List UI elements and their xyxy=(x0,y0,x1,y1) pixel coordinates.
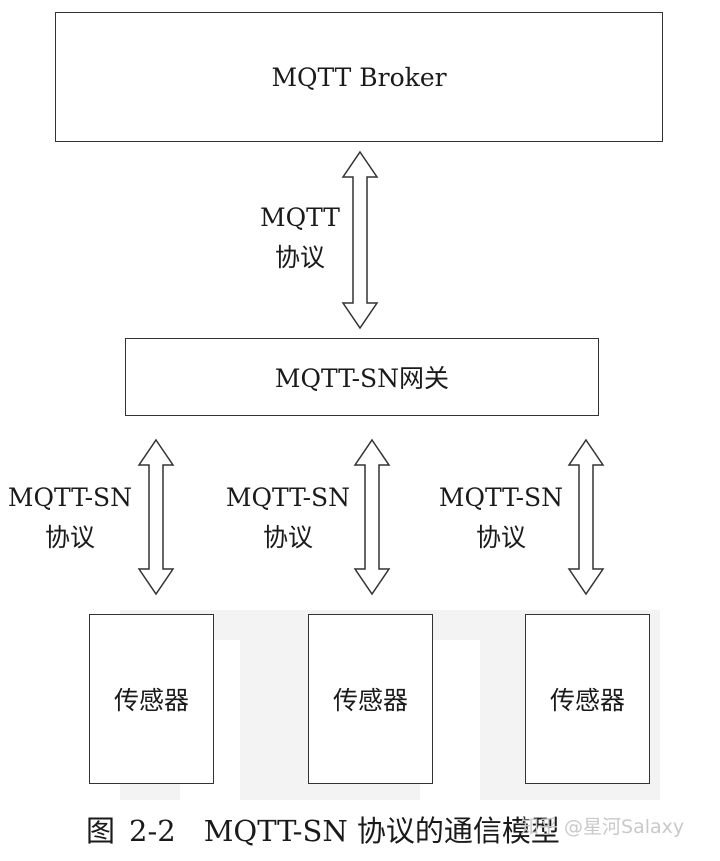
broker-box: MQTT Broker xyxy=(55,12,663,142)
protocol-name: MQTT-SN xyxy=(438,483,564,512)
sn-protocol-label-2: MQTT-SN 协议 xyxy=(223,478,353,558)
figure-caption: 图 2-2 MQTT-SN 协议的通信模型 xyxy=(86,808,560,850)
watermark: 知乎 @星河Salaxy xyxy=(520,816,685,838)
sensor-label: 传感器 xyxy=(332,686,408,715)
caption-figure: 图 xyxy=(86,814,116,848)
broker-label: MQTT Broker xyxy=(271,62,447,92)
gateway-box: MQTT-SN网关 xyxy=(125,338,599,416)
double-arrow-icon xyxy=(353,438,391,596)
sensor-box-3: 传感器 xyxy=(525,614,650,784)
sensor-label: 传感器 xyxy=(113,686,189,715)
protocol-name: MQTT-SN xyxy=(7,483,133,512)
sensor-label: 传感器 xyxy=(549,686,625,715)
sn-protocol-label-1: MQTT-SN 协议 xyxy=(5,478,135,558)
protocol-name: MQTT xyxy=(260,203,340,232)
sensor-box-1: 传感器 xyxy=(89,614,214,784)
sensor-box-2: 传感器 xyxy=(308,614,433,784)
protocol-word: 协议 xyxy=(475,523,526,552)
double-arrow-icon xyxy=(341,150,379,330)
double-arrow-icon xyxy=(567,438,605,596)
mqtt-protocol-label: MQTT 协议 xyxy=(255,198,345,278)
sn-protocol-label-3: MQTT-SN 协议 xyxy=(436,478,566,558)
double-arrow-icon xyxy=(137,438,175,596)
protocol-word: 协议 xyxy=(274,243,325,272)
caption-number: 2-2 xyxy=(129,814,176,848)
protocol-word: 协议 xyxy=(44,523,95,552)
gateway-label: MQTT-SN网关 xyxy=(274,364,450,393)
caption-title: MQTT-SN 协议的通信模型 xyxy=(203,814,560,848)
protocol-word: 协议 xyxy=(262,523,313,552)
protocol-name: MQTT-SN xyxy=(225,483,351,512)
